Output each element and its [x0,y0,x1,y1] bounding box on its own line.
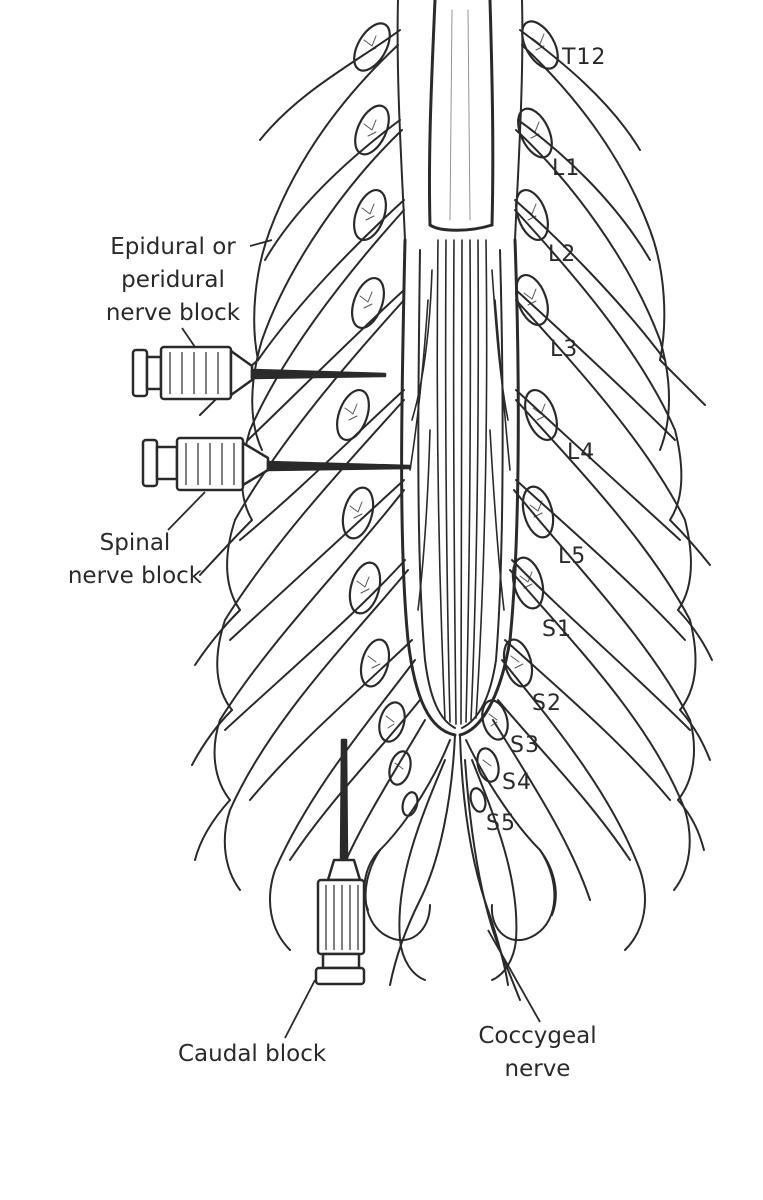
segment-label-t12: T12 [562,45,607,70]
coccygeal-label: Coccygeal nerve [465,1020,610,1086]
segment-label-l4: L4 [567,440,596,465]
epidural-leader-line-2 [181,327,196,348]
segment-label-s4: S4 [502,770,532,795]
segment-label-s3: S3 [510,733,540,758]
spinal-leader-line [167,491,206,531]
left-ganglia-texture [344,35,404,770]
segment-label-s2: S2 [532,691,562,716]
segment-label-s1: S1 [542,617,572,642]
coccygeal-label-line-2: nerve [504,1056,571,1082]
spinal-label: Spinal nerve block [60,527,210,593]
epidural-label-line-2: peridural [121,267,225,293]
right-ganglia [469,20,559,813]
coccygeal-label-line-1: Coccygeal [478,1023,597,1049]
coccygeal-leader-line [487,929,541,1023]
left-ganglia [336,22,419,817]
cauda-equina [409,239,511,725]
segment-label-l2: L2 [548,242,577,267]
segment-label-l1: L1 [552,156,581,181]
right-nerve-roots [492,29,713,951]
spinal-needle [141,436,412,492]
epidural-leader-line [249,239,273,247]
coccygeal-plexus [363,734,557,1001]
segment-label-l3: L3 [550,337,579,362]
epidural-label: Epidural or peridural nerve block [98,231,248,330]
caudal-label: Caudal block [178,1041,327,1067]
spinal-label-line-2: nerve block [67,563,203,589]
dural-sac [400,238,520,737]
spinal-label-line-1: Spinal [99,530,171,556]
epidural-needle [131,345,387,401]
spinal-cord [396,0,524,241]
epidural-label-line-1: Epidural or [110,234,236,260]
caudal-needle [314,738,366,986]
segment-label-l5: L5 [558,544,587,569]
left-nerve-roots [191,29,426,951]
right-ganglia-texture [482,33,546,767]
epidural-label-line-3: nerve block [105,300,241,326]
segment-label-s5: S5 [486,811,516,836]
caudal-leader-line [284,979,316,1039]
leader-lines [167,239,541,1039]
